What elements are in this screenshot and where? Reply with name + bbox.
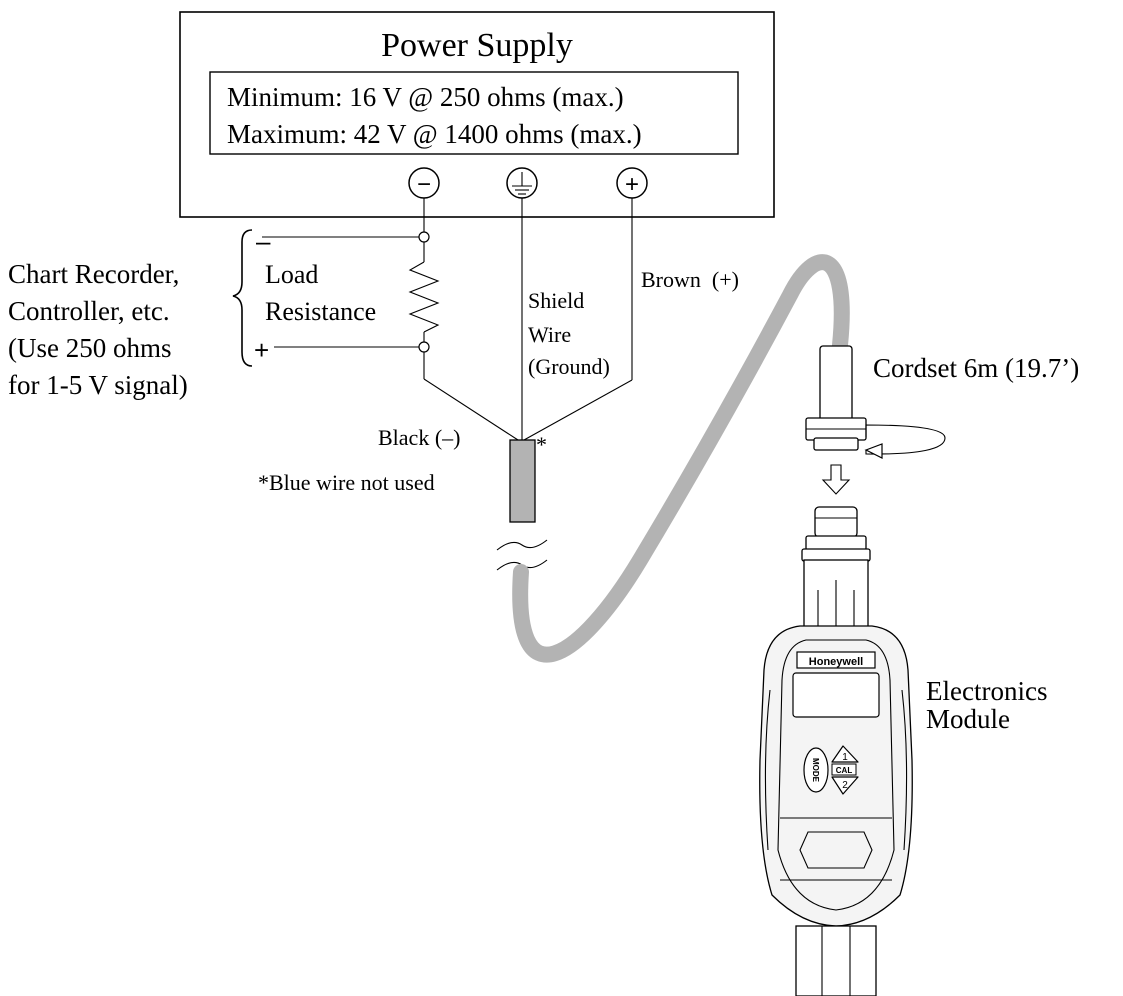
terminal-negative: − bbox=[408, 167, 440, 199]
svg-text:+: + bbox=[625, 171, 639, 198]
ground-icon bbox=[512, 172, 532, 195]
wire-brown bbox=[523, 379, 633, 441]
rotate-arrowhead bbox=[864, 443, 883, 459]
load-label-line2: Resistance bbox=[265, 297, 376, 326]
cordset-connector bbox=[805, 345, 946, 495]
brown-wire-label: Brown (+) bbox=[641, 267, 739, 292]
device-label-line1: Chart Recorder, bbox=[8, 259, 179, 289]
load-brace bbox=[232, 229, 253, 367]
rotate-arrow-icon bbox=[865, 424, 946, 455]
asterisk-mark: * bbox=[536, 432, 547, 457]
device-label-line3: (Use 250 ohms bbox=[8, 333, 172, 363]
load-terminal-top bbox=[418, 231, 430, 243]
power-spec-min: Minimum: 16 V @ 250 ohms (max.) bbox=[227, 82, 624, 112]
connect-arrow-icon bbox=[821, 464, 851, 495]
shield-label-line2: Wire bbox=[528, 322, 571, 347]
cable-sleeve bbox=[509, 439, 536, 523]
cordset-label: Cordset 6m (19.7’) bbox=[873, 353, 1079, 383]
device-label-line2: Controller, etc. bbox=[8, 296, 170, 326]
load-minus-sign: – bbox=[256, 226, 271, 256]
mode-button-label: MODE bbox=[811, 758, 820, 783]
up-button[interactable] bbox=[831, 745, 859, 763]
blue-wire-note: *Blue wire not used bbox=[258, 470, 435, 495]
black-wire-label: Black (–) bbox=[378, 425, 460, 450]
power-supply-title: Power Supply bbox=[381, 27, 573, 64]
module-label-line1: Electronics bbox=[926, 676, 1047, 706]
shield-label-line3: (Ground) bbox=[528, 354, 610, 379]
cable-body bbox=[512, 254, 850, 663]
down-button[interactable] bbox=[831, 776, 859, 795]
power-spec-max: Maximum: 42 V @ 1400 ohms (max.) bbox=[227, 119, 642, 149]
terminal-ground bbox=[506, 167, 538, 199]
cal-label: CAL bbox=[836, 766, 853, 775]
cable bbox=[496, 254, 850, 663]
power-spec-box bbox=[209, 71, 739, 155]
svg-text:−: − bbox=[417, 171, 431, 198]
wires bbox=[423, 198, 633, 441]
wire-black bbox=[423, 378, 519, 441]
load-terminal-bottom bbox=[418, 341, 430, 353]
load-resistance: – + Load Resistance Chart Recorder, Cont… bbox=[8, 226, 440, 400]
module-label-line2: Module bbox=[926, 704, 1010, 734]
device-label-line4: for 1-5 V signal) bbox=[8, 370, 188, 400]
cable-break-top bbox=[496, 539, 548, 551]
brand-logo: Honeywell bbox=[809, 656, 863, 668]
shield-label-line1: Shield bbox=[528, 288, 584, 313]
load-plus-sign: + bbox=[254, 335, 269, 365]
cal-label-box bbox=[831, 763, 857, 776]
up-button-label: 1 bbox=[842, 752, 848, 763]
load-label-line1: Load bbox=[265, 260, 318, 289]
resistor-icon bbox=[408, 261, 440, 333]
electronics-module: Honeywell MODE 1 CAL 2 bbox=[759, 506, 913, 996]
terminal-positive: + bbox=[616, 167, 648, 199]
module-display bbox=[792, 672, 880, 718]
brand-plate bbox=[796, 651, 876, 669]
power-supply: Power Supply Minimum: 16 V @ 250 ohms (m… bbox=[179, 11, 775, 218]
mode-button[interactable] bbox=[803, 747, 829, 793]
down-button-label: 2 bbox=[842, 780, 848, 791]
